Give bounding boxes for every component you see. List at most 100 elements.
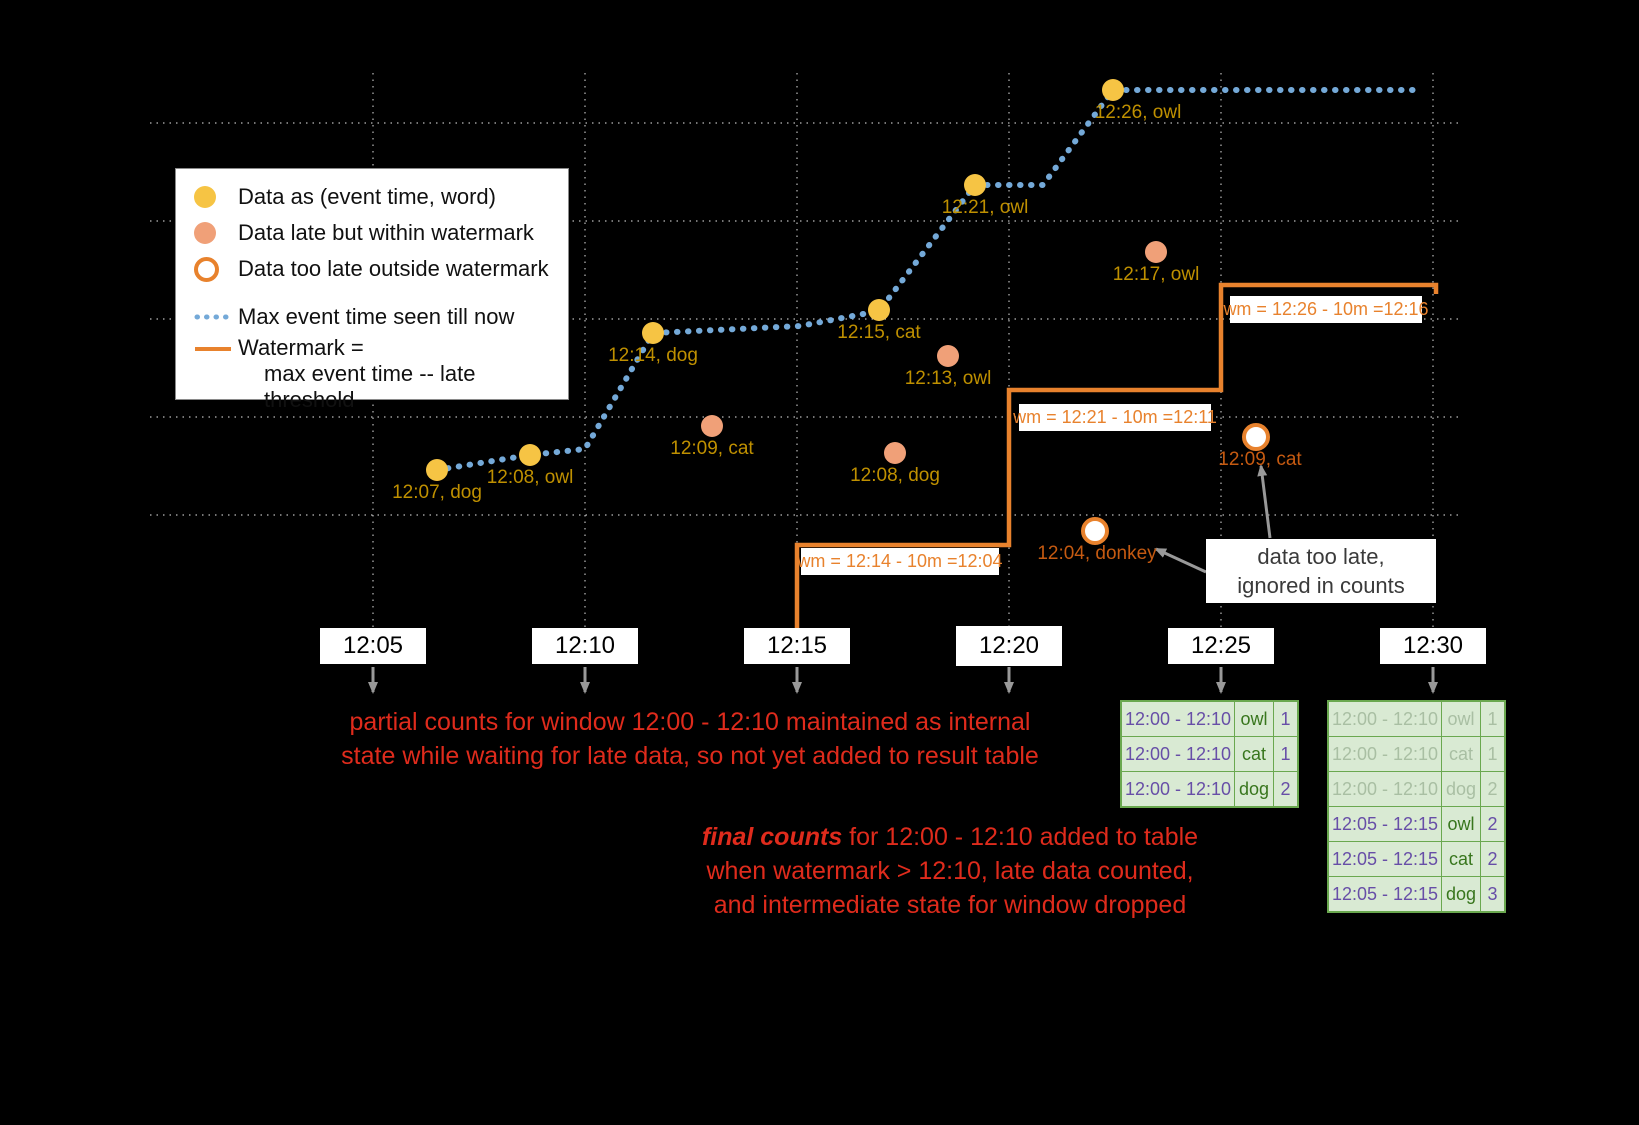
dotted-line-icon [194,313,238,321]
tick-label-1215: 12:15 [744,628,850,664]
table-row: 12:05 - 12:15 dog 3 [1329,877,1504,911]
window-cell: 12:05 - 12:15 [1329,842,1442,876]
tick-label-1220: 12:20 [956,626,1062,666]
tick-arrows [368,667,1438,694]
count-cell: 2 [1487,778,1498,799]
legend-watermark-line1: Watermark = [238,335,364,360]
annotation-final-counts: final counts for 12:00 - 12:10 added to … [695,820,1205,922]
watermark-line [794,282,1439,628]
table-row: 12:00 - 12:10 cat 1 [1122,737,1297,772]
window-cell: 12:00 - 12:10 [1329,772,1442,806]
data-point-too-late [1242,423,1270,451]
count-cell: 2 [1280,778,1291,799]
word-cell: owl [1235,702,1274,736]
data-point-on-time [868,299,890,321]
table-row: 12:00 - 12:10 dog 2 [1329,772,1504,807]
word-cell: dog [1235,772,1274,806]
tick-label-1205: 12:05 [320,628,426,664]
max-event-time-line [434,87,1419,473]
on-time-dot-icon [194,186,238,208]
legend-item-too-late: Data too late outside watermark [194,251,568,287]
data-point-on-time [426,459,448,481]
data-point-label: 12:08, dog [850,465,940,486]
legend-item-max-event: Max event time seen till now [194,299,568,335]
legend-label: Data late but within watermark [238,220,534,245]
count-cell: 1 [1487,708,1498,729]
data-point-late [937,345,959,367]
table-row: 12:00 - 12:10 owl 1 [1122,702,1297,737]
data-point-label: 12:26, owl [1094,102,1182,123]
too-late-circle-icon [194,256,238,282]
watermark-label: wm = 12:21 - 10m =12:11 [1013,404,1217,431]
count-cell: 1 [1280,708,1291,729]
annotation-partial-counts: partial counts for window 12:00 - 12:10 … [320,705,1060,773]
table-row: 12:00 - 12:10 owl 1 [1329,702,1504,737]
table-row: 12:05 - 12:15 owl 2 [1329,807,1504,842]
window-cell: 12:00 - 12:10 [1329,702,1442,736]
data-point-on-time [964,174,986,196]
table-row: 12:05 - 12:15 cat 2 [1329,842,1504,877]
legend-label: Max event time seen till now [238,304,515,329]
legend: Data as (event time, word) Data late but… [175,168,569,412]
data-point-too-late [1081,517,1109,545]
legend-label: Data too late outside watermark [238,256,549,281]
count-cell: 2 [1487,813,1498,834]
legend-label: Data as (event time, word) [238,184,496,209]
data-point-label: 12:14, dog [608,345,698,366]
annotation-line: partial counts for window 12:00 - 12:10 … [349,708,1031,736]
data-point-label: 12:17, owl [1112,264,1200,285]
data-point-late [701,415,723,437]
data-point-label: 12:08, owl [486,467,574,488]
data-point-late [1145,241,1167,263]
legend-watermark-line2: max event time -- late threshold [264,361,476,412]
legend-item-on-time: Data as (event time, word) [194,179,568,215]
data-point-label: 12:09, cat [1218,449,1302,470]
legend-label: Watermark = max event time -- late thres… [238,335,568,413]
window-cell: 12:00 - 12:10 [1329,737,1442,771]
table-row: 12:00 - 12:10 dog 2 [1122,772,1297,806]
tick-label-1210: 12:10 [532,628,638,664]
tick-label-1230: 12:30 [1380,628,1486,664]
callout-line1: data too late, [1257,544,1385,569]
data-point-on-time [519,444,541,466]
data-point-on-time [642,322,664,344]
count-cell: 2 [1487,848,1498,869]
data-point-late [884,442,906,464]
data-point-label: 12:15, cat [837,322,921,343]
data-point-label: 12:09, cat [670,438,754,459]
tick-label-1225: 12:25 [1168,628,1274,664]
callout-arrows [1154,464,1272,574]
word-cell: cat [1235,737,1274,771]
annotation-line: final counts for 12:00 - 12:10 added to … [695,820,1205,854]
annotation-line: when watermark > 12:10, late data counte… [706,857,1194,885]
data-point-label: 12:04, donkey [1037,543,1157,564]
count-cell: 1 [1280,743,1291,764]
callout-line2: ignored in counts [1237,573,1405,598]
window-cell: 12:00 - 12:10 [1122,737,1235,771]
window-cell: 12:05 - 12:15 [1329,877,1442,911]
annotation-line: and intermediate state for window droppe… [713,891,1187,919]
too-late-callout: data too late, ignored in counts [1206,539,1436,603]
watermark-label: wm = 12:14 - 10m =12:04 [797,548,1003,575]
result-table-1: 12:00 - 12:10 owl 1 12:00 - 12:10 cat 1 … [1120,700,1299,808]
count-cell: 3 [1487,883,1498,904]
word-cell: dog [1442,772,1481,806]
word-cell: cat [1442,737,1481,771]
data-point-on-time [1102,79,1124,101]
window-cell: 12:05 - 12:15 [1329,807,1442,841]
final-counts-emphasis: final counts [701,823,843,851]
annotation-line-rest: for 12:00 - 12:10 added to table [842,823,1199,851]
watermark-label: wm = 12:26 - 10m =12:16 [1223,296,1429,323]
legend-item-late: Data late but within watermark [194,215,568,251]
window-cell: 12:00 - 12:10 [1122,772,1235,806]
data-point-label: 12:21, owl [941,197,1029,218]
result-table-2: 12:00 - 12:10 owl 1 12:00 - 12:10 cat 1 … [1327,700,1506,913]
window-cell: 12:00 - 12:10 [1122,702,1235,736]
data-point-label: 12:13, owl [904,368,992,389]
data-point-label: 12:07, dog [392,482,482,503]
word-cell: owl [1442,702,1481,736]
word-cell: dog [1442,877,1481,911]
annotation-line: state while waiting for late data, so no… [341,742,1039,770]
